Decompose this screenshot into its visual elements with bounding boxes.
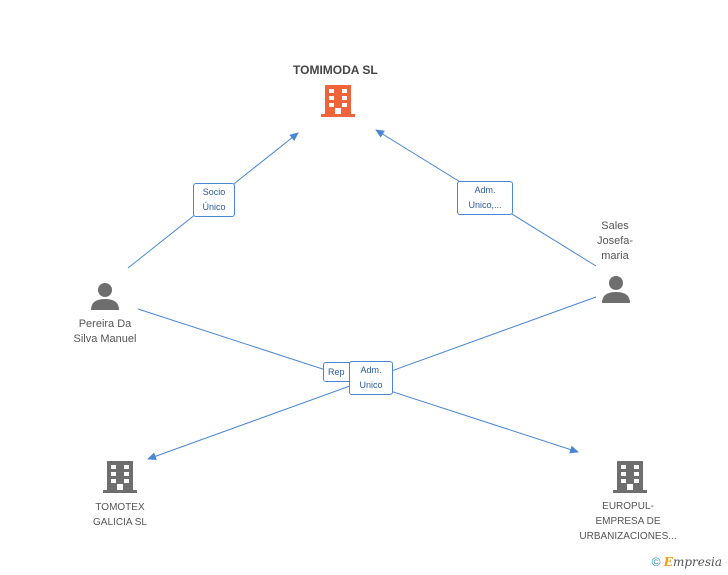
- europul-label-line2: EMPRESA DE: [595, 516, 661, 527]
- copyright-symbol: ©: [651, 555, 661, 569]
- empresia-logo-e: E: [663, 555, 673, 569]
- pereira-person-icon[interactable]: [91, 283, 119, 310]
- pereira-label-line2: Silva Manuel: [73, 333, 137, 345]
- edge-label-rep-text: Rep: [328, 367, 345, 377]
- tomotex-label-line1: TOMOTEX: [95, 502, 145, 513]
- sales-label-line2: Josefa-: [596, 235, 634, 247]
- edge-label-socio-line2: Único: [202, 202, 226, 212]
- pereira-label[interactable]: Pereira Da Silva Manuel: [55, 317, 155, 347]
- empresia-footer[interactable]: © Empresia: [652, 555, 722, 569]
- edge-label-adm2-line2: Unico: [359, 380, 383, 390]
- europul-label-line3: URBANIZACIONES...: [579, 531, 677, 542]
- sales-label-line3: maria: [601, 250, 629, 262]
- tomimoda-building-icon[interactable]: [321, 85, 355, 117]
- edge-label-adm2-line1: Adm.: [360, 365, 382, 375]
- tomimoda-label[interactable]: TOMIMODA SL: [293, 63, 378, 77]
- europul-building-icon[interactable]: [613, 461, 647, 493]
- europul-label-line1: EUROPUL-: [602, 501, 654, 512]
- edge-label-socio-unico[interactable]: Socio Único: [193, 183, 235, 217]
- pereira-label-line1: Pereira Da: [78, 318, 132, 330]
- edge-label-adm1-line2: Unico,...: [468, 200, 502, 210]
- tomotex-label[interactable]: TOMOTEX GALICIA SL: [70, 500, 170, 530]
- europul-label[interactable]: EUROPUL- EMPRESA DE URBANIZACIONES...: [568, 499, 688, 544]
- tomotex-label-line2: GALICIA SL: [93, 517, 147, 528]
- sales-label[interactable]: Sales Josefa- maria: [575, 219, 655, 264]
- empresia-logo: Empresia: [664, 555, 722, 569]
- sales-label-line1: Sales: [601, 220, 629, 232]
- edge-label-adm-unico-1[interactable]: Adm. Unico,...: [457, 181, 513, 215]
- edge-label-socio-line1: Socio: [202, 187, 226, 197]
- tomotex-building-icon[interactable]: [103, 461, 137, 493]
- empresia-logo-rest: mpresia: [672, 555, 722, 569]
- sales-person-icon[interactable]: [602, 276, 630, 303]
- edge-label-adm1-line1: Adm.: [474, 185, 496, 195]
- edge-label-adm-unico-2[interactable]: Adm. Unico: [349, 361, 393, 395]
